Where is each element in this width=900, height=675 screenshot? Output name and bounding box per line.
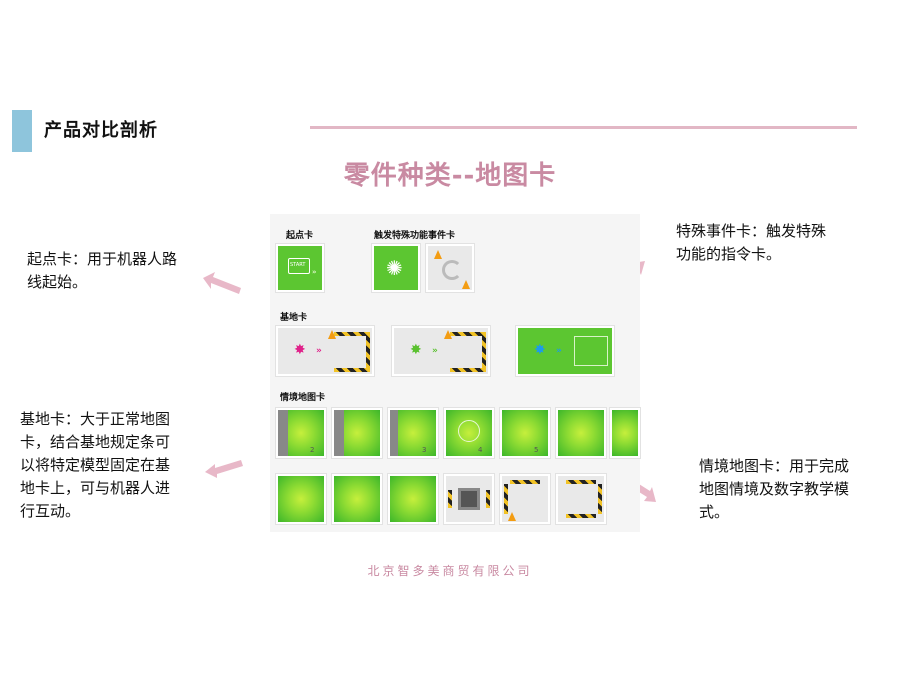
footer-company: 北京智多美商贸有限公司 (367, 564, 533, 578)
dark-block-icon (458, 488, 480, 510)
cone-icon (434, 250, 442, 259)
start-card-label: 起点卡 (286, 231, 314, 241)
scene-card (444, 474, 494, 524)
direction-chevron-icon: » (432, 346, 438, 356)
grey-road-edge (390, 410, 398, 456)
hazard-stripe (482, 336, 486, 368)
page-title: 零件种类--地图卡 (343, 161, 557, 191)
scene-card: 4 (444, 408, 494, 458)
scene-number: 5 (534, 446, 539, 454)
scene-card: 2 (276, 408, 326, 458)
header-divider (310, 126, 857, 129)
hazard-stripe (566, 514, 596, 518)
trigger-card-label: 触发特殊功能事件卡 (374, 231, 456, 241)
scene-card-label: 情境地图卡 (280, 393, 326, 403)
header-title: 产品对比剖析 (44, 120, 158, 141)
start-flag-icon (288, 258, 310, 274)
note-scene-card: 情境地图卡：用于完成地图情境及数字教学模式。 (699, 457, 850, 521)
grey-road-edge (278, 410, 288, 456)
scene-card: 5 (500, 408, 550, 458)
map-card-panel: 起点卡 触发特殊功能事件卡 START » ✺ 基地卡 ✸ » ✸ » ✸ » … (270, 214, 640, 532)
scene-card (556, 474, 606, 524)
cone-icon (508, 512, 516, 521)
hazard-stripe (566, 480, 596, 484)
scene-card (610, 408, 640, 458)
scene-number: 2 (310, 446, 315, 454)
direction-chevron-icon: » (312, 268, 317, 276)
hazard-stripe (504, 484, 508, 514)
burst-icon: ✸ (294, 342, 306, 358)
base-card: ✸ » (516, 326, 614, 376)
hazard-stripe (510, 480, 540, 484)
scene-card (500, 474, 550, 524)
direction-chevron-icon: » (316, 346, 322, 356)
hazard-stripe (334, 368, 370, 372)
scene-card (556, 408, 606, 458)
scene-card: 3 (388, 408, 438, 458)
grey-road-edge (334, 410, 344, 456)
scene-number: 3 (422, 446, 427, 454)
hazard-stripe (450, 368, 486, 372)
hazard-stripe (450, 332, 486, 336)
party-popper-icon: ✺ (386, 256, 403, 280)
scene-card (332, 474, 382, 524)
cone-icon (444, 330, 452, 339)
rotate-arrow-icon (442, 260, 462, 280)
note-start-card: 起点卡：用于机器人路线起始。 (27, 250, 178, 291)
cone-icon (462, 280, 470, 289)
note-base-card: 基地卡：大于正常地图卡，结合基地规定条可以将特定模型固定在基地卡上，可与机器人进… (20, 410, 171, 520)
start-card-text: START (290, 262, 306, 268)
cone-icon (328, 330, 336, 339)
hazard-stripe (486, 490, 490, 508)
circle-marking-icon (458, 420, 480, 442)
note-special-card: 特殊事件卡：触发特殊功能的指令卡。 (676, 222, 827, 263)
scene-card (332, 408, 382, 458)
hazard-stripe (334, 332, 370, 336)
base-card: ✸ » (392, 326, 490, 376)
start-card: START » (276, 244, 324, 292)
field-lines-icon (574, 336, 608, 366)
scene-number: 4 (478, 446, 483, 454)
arrow-left-icon (205, 460, 243, 478)
scene-card (388, 474, 438, 524)
base-card: ✸ » (276, 326, 374, 376)
header-accent-bar (12, 110, 32, 152)
scene-card (276, 474, 326, 524)
burst-icon: ✸ (410, 342, 422, 358)
trigger-event-card: ✺ (372, 244, 420, 292)
hazard-stripe (448, 490, 452, 508)
trigger-event-card (426, 244, 474, 292)
hazard-stripe (598, 484, 602, 514)
hazard-stripe (366, 336, 370, 368)
base-card-label: 基地卡 (280, 313, 308, 323)
arrow-left-icon (203, 272, 241, 294)
direction-chevron-icon: » (556, 346, 562, 356)
burst-icon: ✸ (534, 342, 546, 358)
